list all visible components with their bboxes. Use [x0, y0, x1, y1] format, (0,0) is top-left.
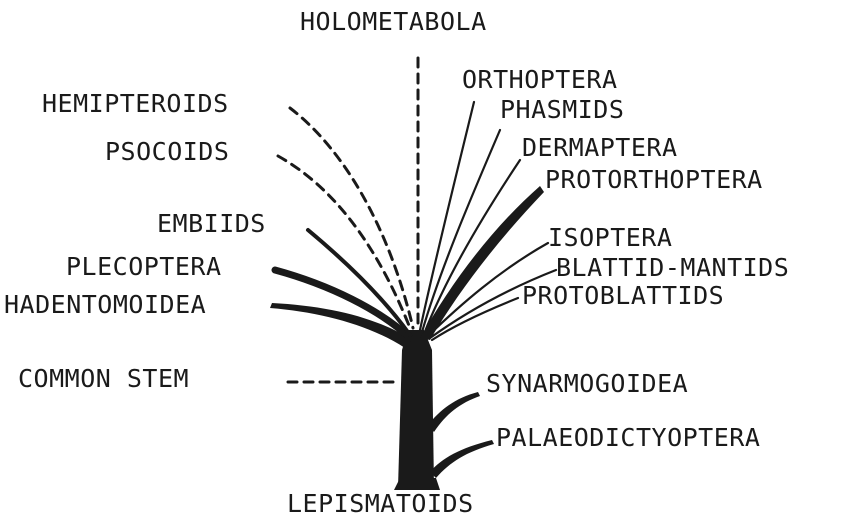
- trunk: [398, 330, 434, 488]
- label-dermaptera: DERMAPTERA: [522, 133, 678, 162]
- label-plecoptera: PLECOPTERA: [66, 252, 222, 281]
- label-embiids: EMBIIDS: [157, 209, 266, 238]
- label-blattid-mantids: BLATTID-MANTIDS: [556, 253, 789, 282]
- label-common-stem: COMMON STEM: [18, 364, 189, 393]
- label-orthoptera: ORTHOPTERA: [462, 65, 618, 94]
- branch-palaeodictyoptera: [430, 440, 494, 478]
- label-holometabola: HOLOMETABOLA: [300, 7, 487, 36]
- label-hemipteroids: HEMIPTEROIDS: [42, 89, 229, 118]
- label-palaeodictyoptera: PALAEODICTYOPTERA: [496, 423, 760, 452]
- label-psocoids: PSOCOIDS: [105, 137, 229, 166]
- label-hadentomoidea: HADENTOMOIDEA: [4, 290, 206, 319]
- label-lepismatoids: LEPISMATOIDS: [287, 489, 474, 518]
- label-protorthoptera: PROTORTHOPTERA: [545, 165, 763, 194]
- branch-protorthoptera: [420, 186, 544, 340]
- branch-synarmogoidea: [428, 392, 480, 432]
- label-synarmogoidea: SYNARMOGOIDEA: [486, 369, 688, 398]
- label-isoptera: ISOPTERA: [548, 223, 672, 252]
- label-phasmids: PHASMIDS: [500, 95, 624, 124]
- label-protoblattids: PROTOBLATTIDS: [522, 281, 724, 310]
- branch-psocoids: [278, 156, 410, 328]
